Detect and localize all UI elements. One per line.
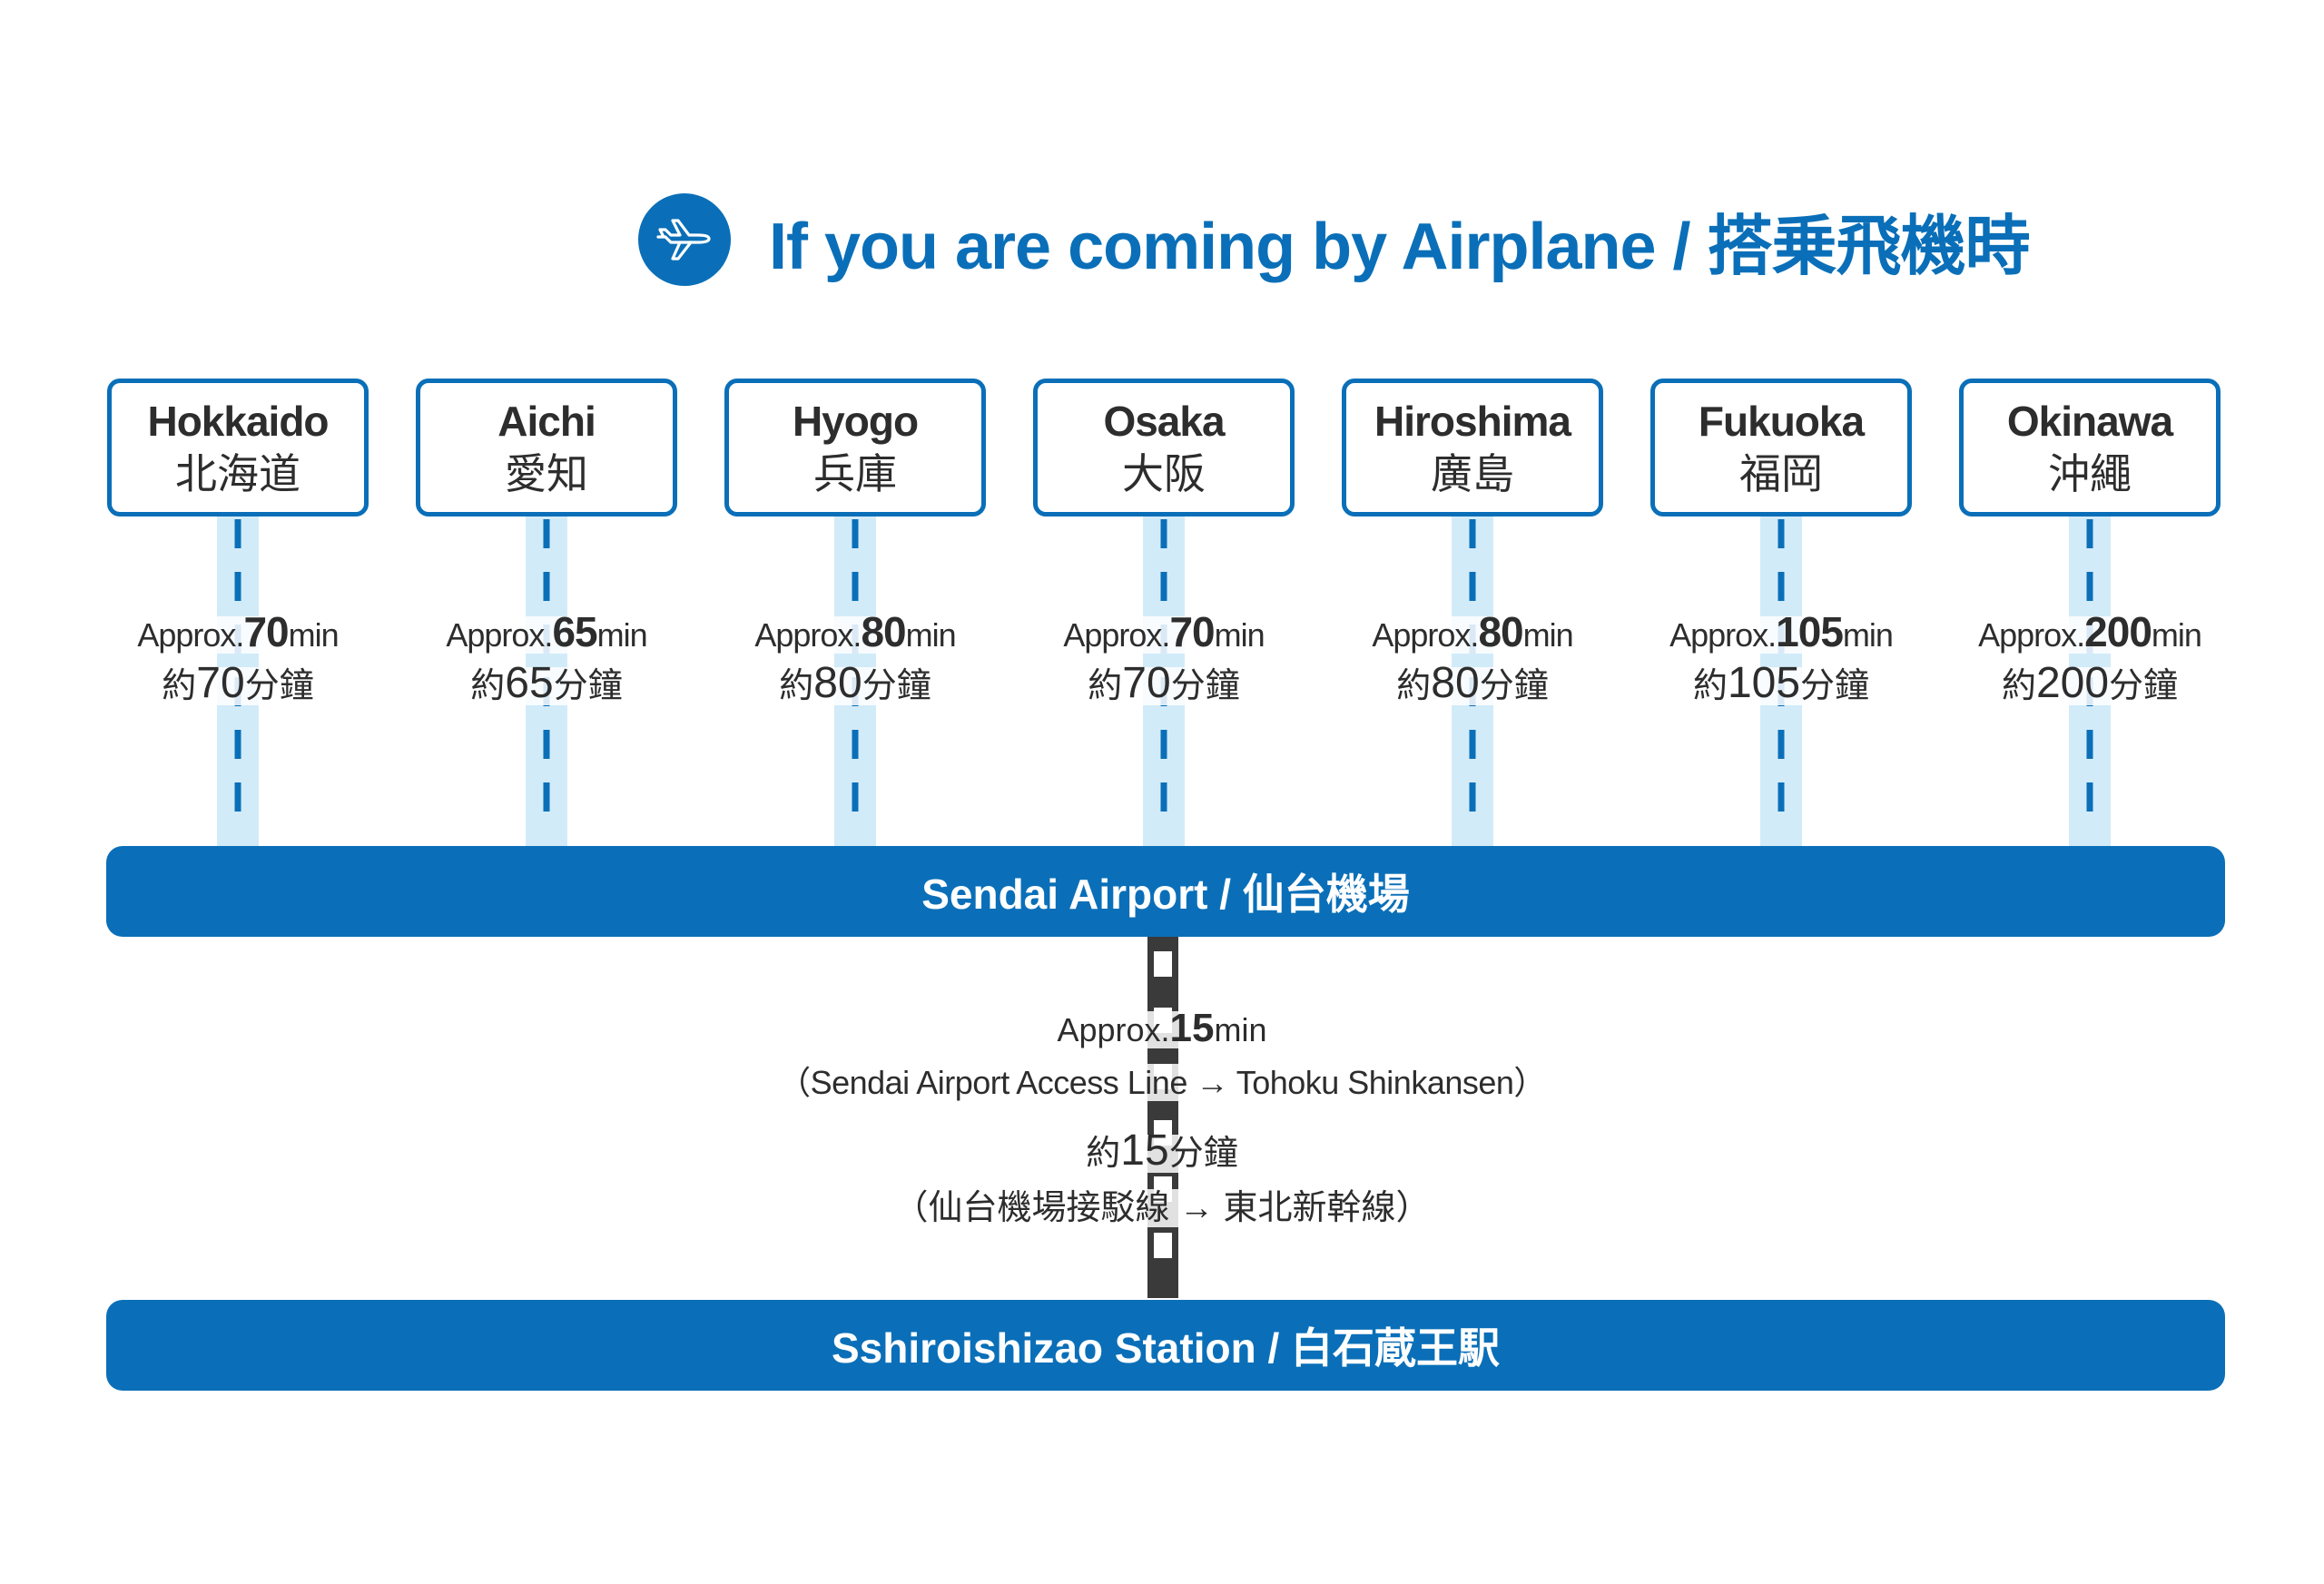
- transfer-en-value: 15: [1169, 1006, 1215, 1050]
- flight-time-ja-prefix: 約: [1692, 667, 1728, 705]
- flight-time-prefix: Approx.: [1978, 616, 2085, 654]
- flight-time-value: 105: [1776, 608, 1844, 655]
- flight-time-unit: min: [905, 616, 957, 654]
- flight-time-value: 65: [552, 608, 597, 655]
- airplane-icon: [638, 193, 731, 286]
- page-header: If you are coming by Airplane / 搭乗飛機時: [638, 192, 2031, 287]
- sendai-airport-label: Sendai Airport / 仙台機場: [921, 871, 1410, 918]
- origin-name-en: Fukuoka: [1698, 398, 1865, 445]
- sendai-airport-bar: Sendai Airport / 仙台機場: [106, 846, 2225, 937]
- transfer-route-ja: （仙台機場接駁線 → 東北新幹線）: [708, 1183, 1616, 1234]
- flight-time-ja-value: 70: [1122, 659, 1171, 707]
- flight-time-ja-unit: 分鐘: [1479, 667, 1549, 705]
- transfer-time-en: Approx.15min: [708, 1006, 1616, 1053]
- origin-name-ja: 北海道: [175, 450, 300, 497]
- rail-track: [1147, 935, 1178, 1298]
- flight-time-ja-value: 70: [196, 659, 245, 707]
- origin-name-ja: 愛知: [505, 450, 588, 497]
- flight-time-value: 80: [861, 608, 906, 655]
- flight-time-unit: min: [1522, 616, 1574, 654]
- flight-time-ja-prefix: 約: [470, 667, 506, 705]
- flight-time-value: 70: [1169, 608, 1215, 655]
- flight-time-value: 80: [1478, 608, 1523, 655]
- transfer-ja-unit: 分鐘: [1168, 1135, 1238, 1173]
- transfer-ja-value: 15: [1120, 1127, 1169, 1175]
- transfer-ja-prefix: 約: [1086, 1135, 1121, 1173]
- origin-name-en: Hiroshima: [1374, 398, 1571, 445]
- origin-name-en: Hokkaido: [147, 398, 329, 445]
- transfer-time-ja: 約15分鐘: [708, 1124, 1616, 1181]
- origin-box: Osaka 大阪: [1033, 379, 1295, 517]
- rail-tie: [1154, 951, 1172, 977]
- page-title: If you are coming by Airplane / 搭乗飛機時: [769, 210, 2031, 283]
- flight-time-ja-unit: 分鐘: [1800, 667, 1870, 705]
- flight-time-unit: min: [1842, 616, 1894, 654]
- origin-name-en: Osaka: [1103, 398, 1225, 445]
- flight-time-ja-value: 80: [1431, 659, 1480, 707]
- flight-time-unit: min: [1214, 616, 1265, 654]
- flight-time-value: 70: [243, 608, 289, 655]
- origin-box: Aichi 愛知: [416, 379, 677, 517]
- flight-time-ja-prefix: 約: [2001, 667, 2036, 705]
- flight-time-ja-unit: 分鐘: [553, 667, 623, 705]
- flight-time-prefix: Approx.: [754, 616, 862, 654]
- flight-time-unit: min: [288, 616, 340, 654]
- flight-time-ja-value: 105: [1727, 659, 1801, 707]
- rail-tie: [1154, 1233, 1172, 1258]
- flight-time-ja-unit: 分鐘: [2109, 667, 2179, 705]
- origin-box: Hokkaido 北海道: [107, 379, 369, 517]
- origin-name-ja: 兵庫: [813, 450, 897, 497]
- flight-time-ja-prefix: 約: [779, 667, 814, 705]
- flight-time-unit: min: [596, 616, 648, 654]
- origin-box: Hyogo 兵庫: [724, 379, 986, 517]
- origin-name-en: Aichi: [497, 398, 596, 445]
- flight-time-ja-value: 80: [813, 659, 862, 707]
- origin-name-en: Okinawa: [2006, 398, 2173, 445]
- flight-time-prefix: Approx.: [1063, 616, 1170, 654]
- flight-time-prefix: Approx.: [1372, 616, 1479, 654]
- flight-time-unit: min: [2151, 616, 2202, 654]
- origin-name-ja: 廣島: [1431, 450, 1514, 497]
- flight-time-ja-unit: 分鐘: [1170, 667, 1240, 705]
- transfer-route-en: （Sendai Airport Access Line → Tohoku Shi…: [708, 1060, 1616, 1106]
- origin-box: Fukuoka 福岡: [1650, 379, 1912, 517]
- origin-name-ja: 福岡: [1739, 450, 1823, 497]
- flight-time-ja-unit: 分鐘: [862, 667, 931, 705]
- transfer-route-ja-text: （仙台機場接駁線 → 東北新幹線）: [888, 1189, 1436, 1227]
- flight-time-ja-value: 200: [2035, 659, 2110, 707]
- flight-time-ja-prefix: 約: [1088, 667, 1123, 705]
- flight-time-prefix: Approx.: [137, 616, 244, 654]
- flight-time-value: 200: [2084, 608, 2152, 655]
- flight-time-ja-prefix: 約: [1396, 667, 1432, 705]
- shiroishizao-station-label: Sshiroishizao Station / 白石蔵王駅: [831, 1324, 1501, 1372]
- origin-name-ja: 沖繩: [2048, 450, 2132, 497]
- shiroishizao-station-bar: Sshiroishizao Station / 白石蔵王駅: [106, 1300, 2225, 1391]
- transfer-route-en-text: （Sendai Airport Access Line → Tohoku Shi…: [773, 1064, 1551, 1101]
- origin-name-en: Hyogo: [792, 398, 919, 445]
- flight-time-prefix: Approx.: [1669, 616, 1777, 654]
- origin-name-ja: 大阪: [1122, 450, 1206, 497]
- flight-time-prefix: Approx.: [446, 616, 553, 654]
- origin-box: Hiroshima 廣島: [1342, 379, 1603, 517]
- transfer-en-unit: min: [1214, 1011, 1267, 1048]
- origin-box: Okinawa 沖繩: [1959, 379, 2221, 517]
- flight-time-ja-value: 65: [505, 659, 554, 707]
- flight-time-ja-unit: 分鐘: [244, 667, 314, 705]
- transfer-en-prefix: Approx.: [1057, 1011, 1170, 1048]
- flight-time-ja-prefix: 約: [162, 667, 197, 705]
